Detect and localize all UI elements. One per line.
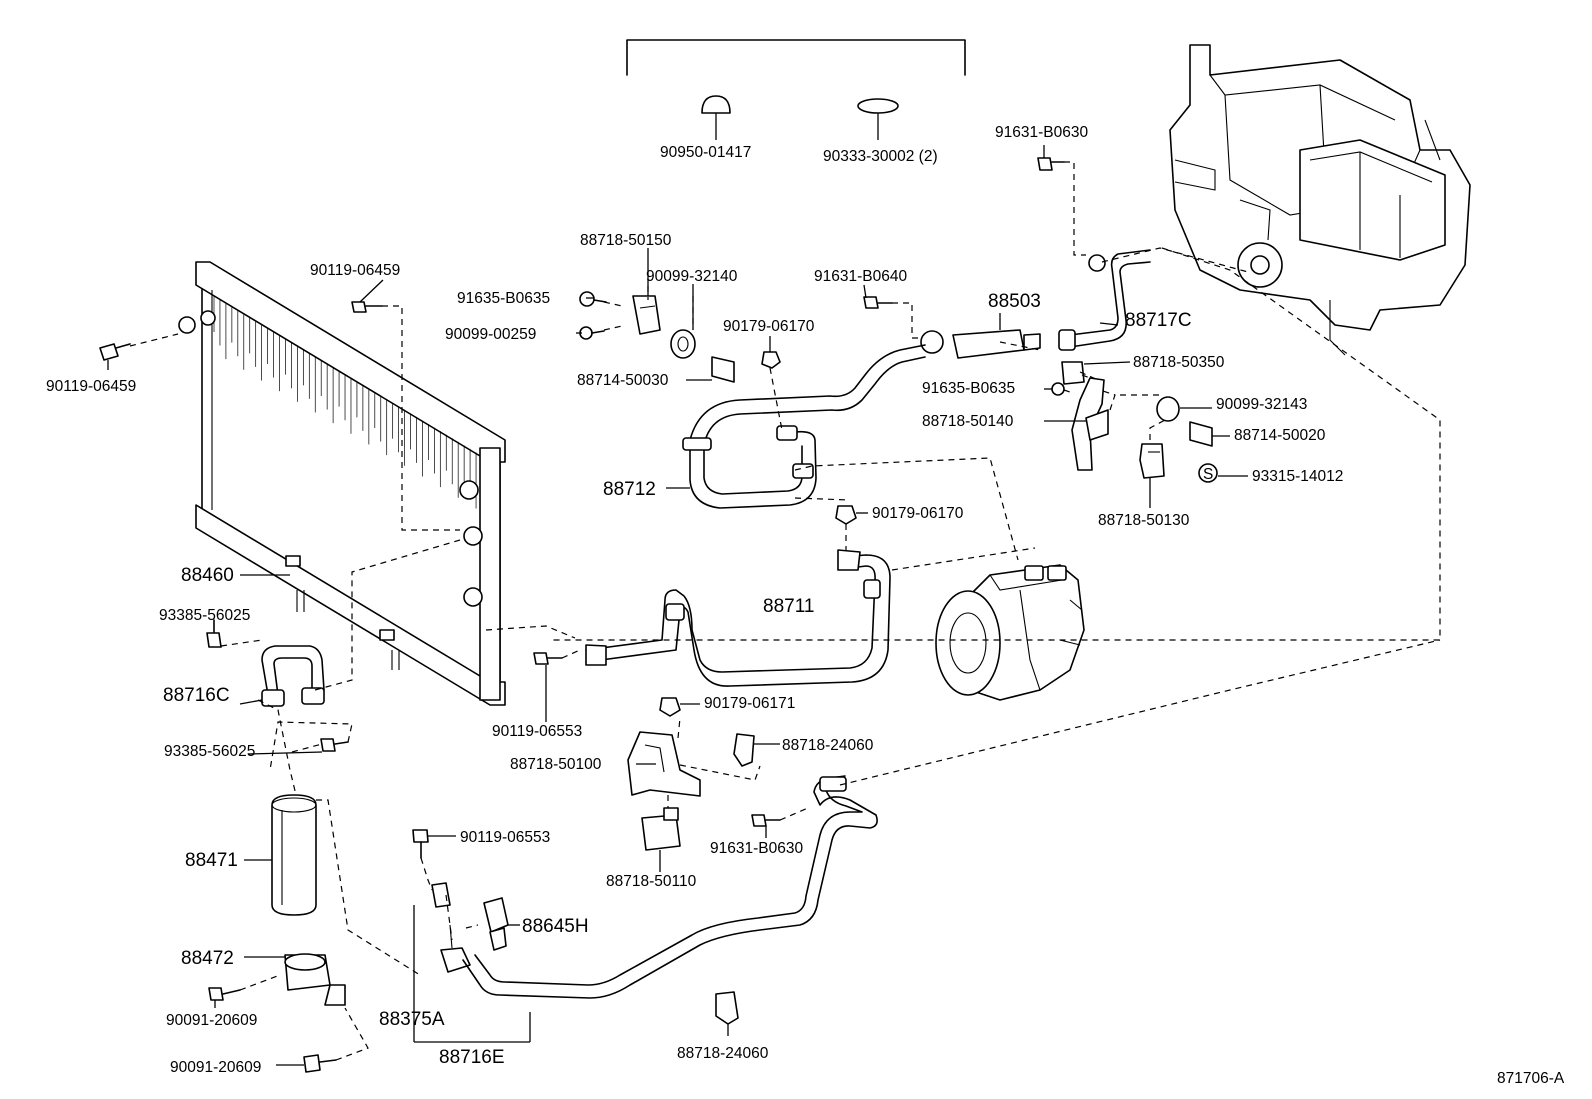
label-88645H: 88645H — [522, 916, 589, 937]
label-88471: 88471 — [185, 850, 238, 871]
clamp-88718-50350 — [1061, 361, 1085, 385]
label-88375A: 88375A — [379, 1009, 445, 1030]
clamp-88718-50150 — [632, 295, 661, 335]
label-88718-50150: 88718-50150 — [580, 232, 672, 249]
label-88718-50130: 88718-50130 — [1098, 512, 1190, 529]
bolt-90119-06459-left — [99, 343, 131, 370]
collar-88714-50020 — [1189, 421, 1213, 447]
label-90179-06170-a: 90179-06170 — [723, 318, 815, 335]
label-88718-24060-b: 88718-24060 — [677, 1045, 769, 1062]
block-88718-50110 — [641, 807, 681, 851]
compressor — [935, 564, 1085, 701]
label-88717C: 88717C — [1125, 310, 1192, 331]
label-90091-20609-b: 90091-20609 — [170, 1059, 261, 1076]
clamp-88718-50130 — [1139, 443, 1165, 479]
label-90119-06553-b: 90119-06553 — [460, 829, 550, 846]
label-88718-24060-a: 88718-24060 — [782, 737, 874, 754]
label-88714-50020: 88714-50020 — [1234, 427, 1326, 444]
bolt-90119-06553-b — [412, 829, 429, 859]
hose-88712 — [682, 344, 926, 509]
o-ring-90333 — [857, 98, 899, 140]
label-88460: 88460 — [181, 565, 234, 586]
nut-90179-06171 — [659, 697, 681, 717]
s-symbol-text: S — [1203, 466, 1213, 483]
bolt-90099-00259 — [579, 326, 605, 340]
label-88718-50100: 88718-50100 — [510, 756, 602, 773]
label-91635-b0635-b: 91635-B0635 — [922, 380, 1015, 397]
condenser-fins — [213, 296, 483, 509]
label-88718-50350: 88718-50350 — [1133, 354, 1225, 371]
bolt-90091-20609-b — [303, 1054, 337, 1073]
label-90099-00259: 90099-00259 — [445, 326, 536, 343]
label-diagram-id: 871706-A — [1497, 1070, 1565, 1087]
switch-88645H — [483, 897, 509, 951]
pipe-88716E — [462, 775, 878, 999]
label-90179-06171: 90179-06171 — [704, 695, 795, 712]
plug-90950 — [701, 95, 731, 140]
label-88716E: 88716E — [439, 1047, 505, 1068]
label-93385-56025-b: 93385-56025 — [164, 743, 255, 760]
label-90179-06170-b: 90179-06170 — [872, 505, 964, 522]
label-88716C: 88716C — [163, 685, 230, 706]
label-88718-50110: 88718-50110 — [606, 873, 697, 890]
label-90119-06459-top: 90119-06459 — [310, 262, 400, 279]
s-symbol: S — [1198, 463, 1218, 483]
label-93385-56025-a: 93385-56025 — [159, 607, 250, 624]
nut-93385-56025-a — [206, 619, 222, 648]
label-90333-30002: 90333-30002 (2) — [823, 148, 938, 165]
label-91635-b0635-a: 91635-B0635 — [457, 290, 550, 307]
connection-lines — [129, 161, 1441, 1061]
bolt-90119-06459-top — [351, 301, 383, 313]
label-91631-b0630-b: 91631-B0630 — [710, 840, 803, 857]
label-88711: 88711 — [763, 596, 814, 617]
collar-88714-50030 — [711, 356, 735, 383]
receiver-88471 — [271, 794, 317, 916]
bracket-88718-50140 — [1071, 377, 1109, 471]
nut-90179-06170-b — [835, 505, 857, 525]
label-93315-14012: 93315-14012 — [1252, 468, 1343, 485]
bolt-91631-b0640 — [863, 296, 893, 309]
leader-lines — [214, 145, 1248, 1066]
cushion-90099-32140 — [670, 329, 696, 359]
valve-88375A — [431, 882, 471, 973]
label-88712: 88712 — [603, 479, 656, 500]
nut-90179-06170-a — [761, 351, 781, 369]
label-90119-06459-left: 90119-06459 — [46, 378, 136, 395]
heater-unit — [1169, 44, 1471, 356]
clip-88718-24060-b — [715, 991, 739, 1036]
label-91631-b0640: 91631-B0640 — [814, 268, 907, 285]
hose-88711 — [585, 549, 891, 687]
label-90099-32140: 90099-32140 — [646, 268, 738, 285]
tube-88717C — [1058, 249, 1151, 351]
kit-bracket — [626, 39, 966, 76]
bolt-91631-b0630-b — [751, 814, 781, 827]
label-88503: 88503 — [988, 291, 1041, 312]
tube-88716C — [261, 645, 325, 707]
bracket-88472 — [284, 953, 346, 1006]
label-90950-01417: 90950-01417 — [660, 144, 751, 161]
label-90099-32143: 90099-32143 — [1216, 396, 1307, 413]
valve-88503 — [920, 329, 1041, 359]
clip-88718-24060-a — [733, 733, 755, 767]
nut-93385-56025-b — [320, 738, 349, 752]
label-91631-b0630-top: 91631-B0630 — [995, 124, 1088, 141]
bolt-91635-b0635-a — [579, 291, 607, 307]
label-88472: 88472 — [181, 948, 234, 969]
condenser-88460 — [178, 261, 506, 706]
label-90091-20609-a: 90091-20609 — [166, 1012, 257, 1029]
bolt-91631-b0630-top — [1037, 157, 1065, 171]
cushion-90099-32143 — [1156, 396, 1180, 422]
bracket-88718-50100 — [627, 731, 701, 797]
label-90119-06553-a: 90119-06553 — [492, 723, 582, 740]
bolt-90119-06553-a — [533, 652, 563, 665]
bolt-90091-20609-a — [208, 987, 241, 1001]
label-88714-50030: 88714-50030 — [577, 372, 669, 389]
label-88718-50140: 88718-50140 — [922, 413, 1014, 430]
bolt-91635-b0635-b — [1051, 382, 1065, 396]
